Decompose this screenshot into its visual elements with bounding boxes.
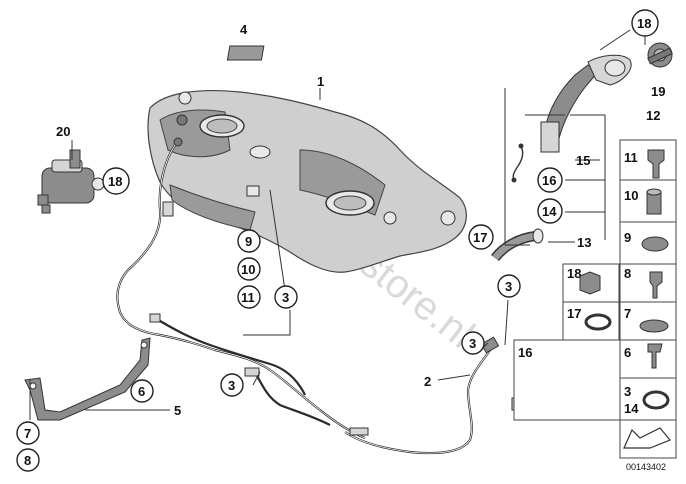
svg-text:18: 18 <box>108 174 122 189</box>
callout-13: 13 <box>577 235 591 250</box>
svg-text:7: 7 <box>24 426 31 441</box>
svg-text:14: 14 <box>542 204 557 219</box>
vent-hose <box>491 228 544 262</box>
pad-4 <box>226 45 265 61</box>
callout-8: 8 <box>16 448 40 472</box>
fuel-cap <box>647 42 673 68</box>
svg-text:3: 3 <box>228 378 235 393</box>
callout-11: 11 <box>237 285 261 309</box>
callout-20: 20 <box>56 124 70 139</box>
grommet-9 <box>641 236 669 252</box>
callout-6: 6 <box>130 379 154 403</box>
panel-label-16: 16 <box>518 345 532 360</box>
callout-16: 16 <box>537 167 563 193</box>
svg-text:8: 8 <box>24 453 31 468</box>
callout-3c: 3 <box>461 331 485 355</box>
panel-label-9: 9 <box>624 230 631 245</box>
callout-4: 4 <box>240 22 248 37</box>
panel-label-18: 18 <box>567 266 581 281</box>
svg-text:3: 3 <box>469 336 476 351</box>
screw-8 <box>649 271 663 299</box>
callouts: 1 2 3 3 3 3 4 5 6 7 8 <box>16 9 665 472</box>
reference-number: 00143402 <box>626 462 666 472</box>
callout-3a: 3 <box>274 285 298 309</box>
panel-label-7: 7 <box>624 306 631 321</box>
callout-9: 9 <box>237 229 261 253</box>
svg-text:11: 11 <box>241 290 255 305</box>
callout-3b: 3 <box>497 274 521 298</box>
clip-6 <box>647 343 663 369</box>
callout-17: 17 <box>468 224 494 250</box>
clamp-17 <box>584 313 612 331</box>
callout-18-cap: 18 <box>631 9 659 37</box>
panel-label-10: 10 <box>624 188 638 203</box>
svg-text:17: 17 <box>473 230 487 245</box>
filler-neck <box>540 29 632 153</box>
fuel-lines <box>116 144 500 455</box>
svg-text:3: 3 <box>282 290 289 305</box>
fuel-tank <box>147 89 467 273</box>
panel-label-3: 3 <box>624 384 631 399</box>
sleeve-10 <box>646 188 662 215</box>
panel-label-11: 11 <box>624 150 638 165</box>
svg-text:9: 9 <box>245 234 252 249</box>
nut-18 <box>579 271 601 295</box>
direction-arrow-icon <box>623 427 671 449</box>
bolt-11 <box>647 149 665 179</box>
callout-1: 1 <box>317 74 324 89</box>
panel-label-17: 17 <box>567 306 581 321</box>
svg-text:10: 10 <box>241 262 255 277</box>
panel-label-6: 6 <box>624 345 631 360</box>
parts-panel: 11 10 9 18 8 17 7 16 6 3 14 <box>513 139 677 459</box>
panel-label-14: 14 <box>624 401 639 416</box>
washer-7 <box>639 319 669 333</box>
svg-text:16: 16 <box>542 173 556 188</box>
callout-12: 12 <box>646 108 660 123</box>
svg-text:18: 18 <box>637 16 651 31</box>
leader-lines <box>29 35 646 420</box>
callout-5: 5 <box>174 403 181 418</box>
callout-2: 2 <box>424 374 431 389</box>
fuel-pump-module <box>37 149 105 214</box>
callout-3d: 3 <box>220 373 244 397</box>
callout-7: 7 <box>16 421 40 445</box>
svg-text:3: 3 <box>505 279 512 294</box>
fuel-line-bracket <box>24 337 151 421</box>
callout-18-pump: 18 <box>102 167 130 195</box>
sensor-wire <box>511 143 524 183</box>
callout-19: 19 <box>651 84 665 99</box>
callout-15: 15 <box>576 153 590 168</box>
svg-text:6: 6 <box>138 384 145 399</box>
panel-label-8: 8 <box>624 266 631 281</box>
hose-clamp-3 <box>642 390 670 410</box>
callout-10: 10 <box>237 257 261 281</box>
callout-14: 14 <box>537 198 563 224</box>
